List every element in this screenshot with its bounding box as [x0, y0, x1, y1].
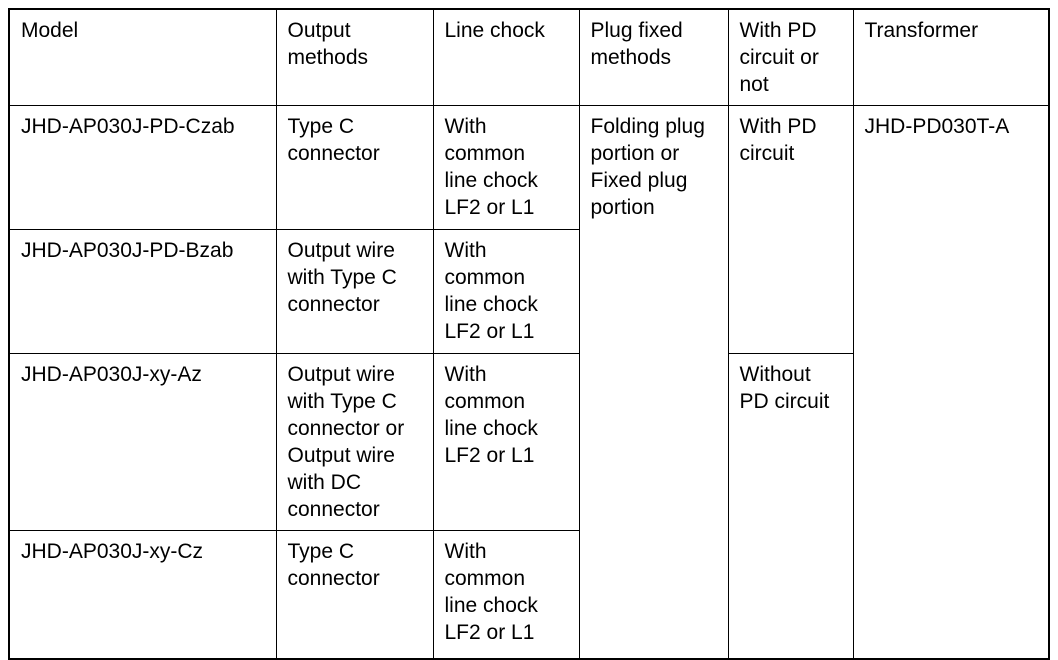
cell-model: JHD-AP030J-PD-Czab [8, 105, 277, 230]
cell-output-methods: Type C connector [275, 105, 434, 230]
cell-model: JHD-AP030J-PD-Bzab [8, 229, 277, 354]
cell-line-chock: With common line chock LF2 or L1 [432, 105, 580, 230]
table-row: JHD-AP030J-xy-Cz Type C connector With c… [8, 530, 1049, 660]
cell-model-value: JHD-AP030J-PD-Czab [21, 115, 235, 138]
column-header-line-chock: Line chock [432, 8, 580, 106]
cell-without-pd-circuit-merged: Without PD circuit [727, 353, 854, 660]
cell-model-value: JHD-AP030J-xy-Cz [21, 540, 204, 563]
column-header-transformer: Transformer [852, 8, 1050, 106]
cell-model: JHD-AP030J-xy-Cz [8, 530, 277, 660]
cell-without-pd-circuit-value: Without PD circuit [739, 363, 830, 413]
cell-with-pd-circuit-merged: With PD circuit [727, 105, 854, 354]
column-header-plug-fixed-methods: Plug fixed methods [578, 8, 729, 106]
cell-output-methods: Type C connector [275, 530, 434, 660]
cell-output-methods-value: Output wire with Type C connector [287, 239, 397, 316]
cell-line-chock: With common line chock LF2 or L1 [432, 229, 580, 354]
table-body: JHD-AP030J-PD-Czab Type C connector With… [8, 105, 1050, 660]
cell-output-methods-value: Type C connector [287, 115, 380, 165]
cell-line-chock: With common line chock LF2 or L1 [432, 353, 580, 531]
column-header-model: Model [8, 8, 277, 106]
cell-line-chock-value: With common line chock LF2 or L1 [444, 363, 538, 467]
table-header-row: Model Output methods Line chock Plug fix… [8, 8, 1050, 106]
column-header-line-chock-label: Line chock [444, 19, 545, 42]
column-header-model-label: Model [21, 19, 79, 42]
table-row: JHD-AP030J-PD-Czab Type C connector With… [8, 105, 1050, 660]
cell-line-chock-value: With common line chock LF2 or L1 [444, 540, 538, 644]
cell-output-methods-value: Type C connector [287, 540, 380, 590]
cell-output-methods: Output wire with Type C connector [275, 229, 434, 354]
model-specification-table: Model Output methods Line chock Plug fix… [8, 8, 1050, 660]
column-header-pd-circuit: With PD circuit or not [727, 8, 854, 106]
table-row: JHD-AP030J-PD-Bzab Output wire with Type… [8, 229, 1049, 354]
cell-with-pd-circuit-value: With PD circuit [739, 115, 817, 165]
cell-plug-fixed-methods-merged: Folding plug portion or Fixed plug porti… [578, 105, 729, 660]
column-header-output-methods-label: Output methods [287, 19, 369, 69]
cell-transformer-merged: JHD-PD030T-A [852, 105, 1050, 660]
cell-line-chock-value: With common line chock LF2 or L1 [444, 239, 538, 343]
cell-output-methods: Output wire with Type C connector or Out… [275, 353, 434, 531]
column-header-output-methods: Output methods [275, 8, 434, 106]
cell-plug-fixed-methods-value: Folding plug portion or Fixed plug porti… [590, 115, 705, 219]
page-canvas: Model Output methods Line chock Plug fix… [8, 8, 1050, 660]
cell-line-chock: With common line chock LF2 or L1 [432, 530, 580, 660]
cell-transformer-value: JHD-PD030T-A [864, 115, 1010, 138]
cell-model: JHD-AP030J-xy-Az [8, 353, 277, 531]
table-row: JHD-AP030J-xy-Az Output wire with Type C… [8, 353, 1049, 660]
cell-model-value: JHD-AP030J-xy-Az [21, 363, 202, 386]
cell-output-methods-value: Output wire with Type C connector or Out… [287, 363, 405, 521]
column-header-transformer-label: Transformer [864, 19, 979, 42]
column-header-plug-fixed-methods-label: Plug fixed methods [590, 19, 683, 69]
column-header-pd-circuit-label: With PD circuit or not [739, 19, 819, 96]
cell-model-value: JHD-AP030J-PD-Bzab [21, 239, 234, 262]
cell-line-chock-value: With common line chock LF2 or L1 [444, 115, 538, 219]
table-header: Model Output methods Line chock Plug fix… [8, 8, 1050, 106]
